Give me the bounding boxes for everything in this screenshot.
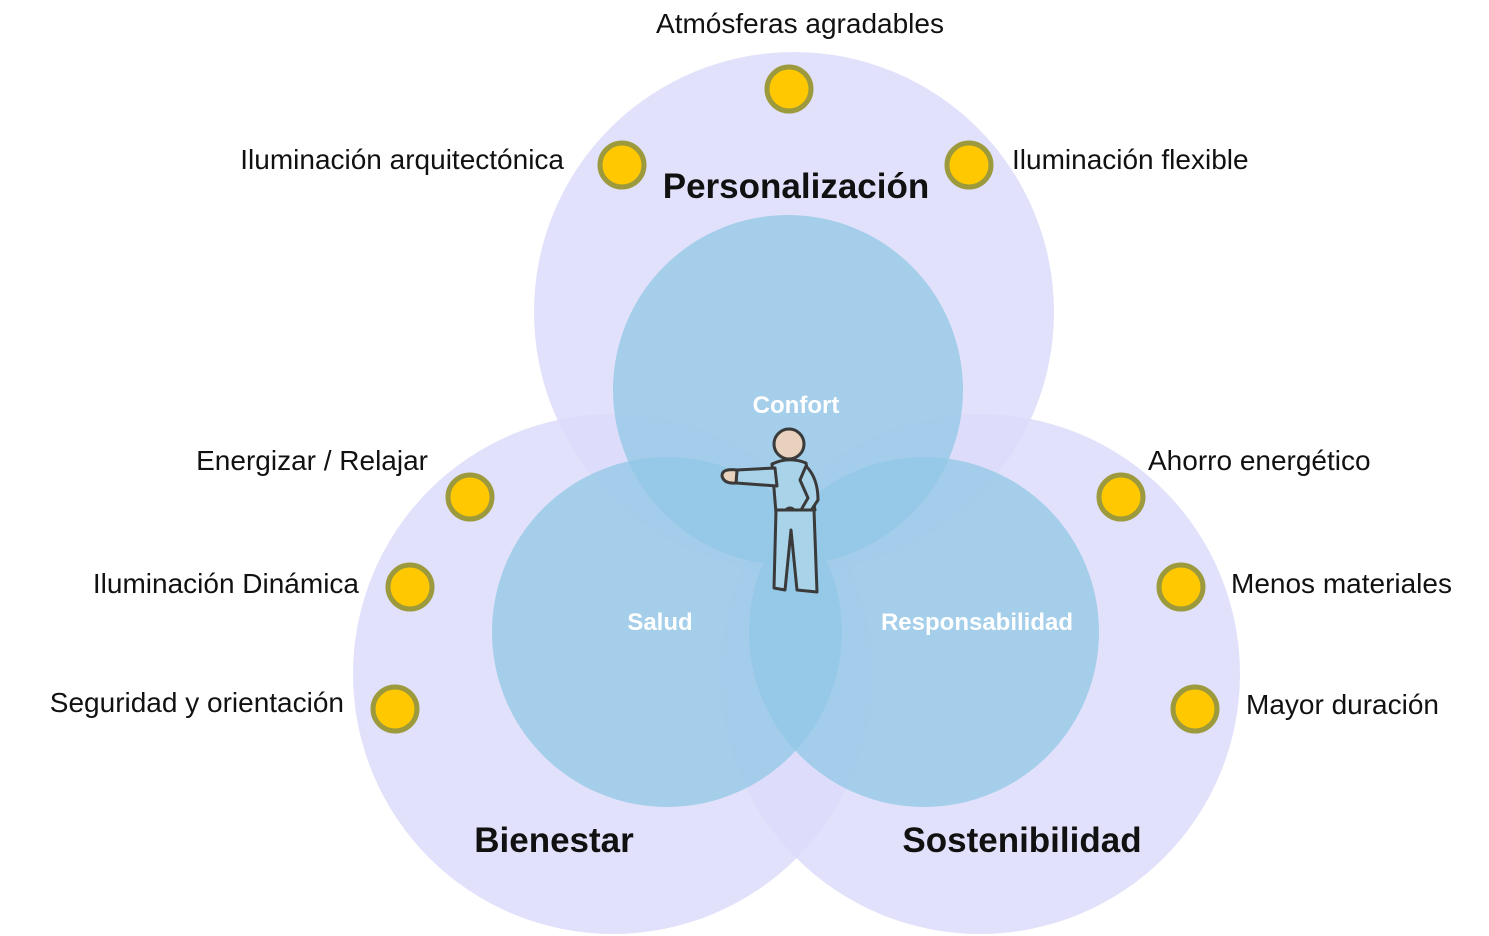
- title-personalizacion: Personalización: [663, 167, 929, 206]
- inner-circle-responsabilidad: [749, 457, 1099, 807]
- bullet-icon: [1096, 472, 1146, 522]
- bullet-icon: [944, 140, 994, 190]
- bullet-icon: [370, 684, 420, 734]
- inner-label-confort: Confort: [753, 392, 840, 419]
- bullet-icon: [1156, 562, 1206, 612]
- bullet-group: [370, 64, 1220, 734]
- bullet-icon: [445, 472, 495, 522]
- label-seguridad-orientacion: Seguridad y orientación: [50, 687, 344, 718]
- inner-circle-salud: [492, 457, 842, 807]
- bullet-icon: [764, 64, 814, 114]
- label-iluminacion-flexible: Iluminación flexible: [1012, 144, 1249, 175]
- label-ahorro-energetico: Ahorro energético: [1148, 445, 1371, 476]
- label-atmosferas: Atmósferas agradables: [656, 8, 944, 39]
- inner-label-responsabilidad: Responsabilidad: [881, 609, 1073, 636]
- label-energizar-relajar: Energizar / Relajar: [196, 445, 428, 476]
- label-mayor-duracion: Mayor duración: [1246, 689, 1439, 720]
- inner-label-salud: Salud: [627, 609, 692, 636]
- label-iluminacion-arquitectonica: Iluminación arquitectónica: [240, 144, 564, 175]
- title-bienestar: Bienestar: [474, 821, 634, 860]
- label-iluminacion-dinamica: Iluminación Dinámica: [93, 568, 360, 599]
- label-menos-materiales: Menos materiales: [1231, 568, 1452, 599]
- title-sostenibilidad: Sostenibilidad: [902, 821, 1141, 860]
- bullet-icon: [385, 562, 435, 612]
- person-pointing-icon: [720, 427, 820, 594]
- bullet-icon: [1170, 684, 1220, 734]
- bullet-icon: [597, 140, 647, 190]
